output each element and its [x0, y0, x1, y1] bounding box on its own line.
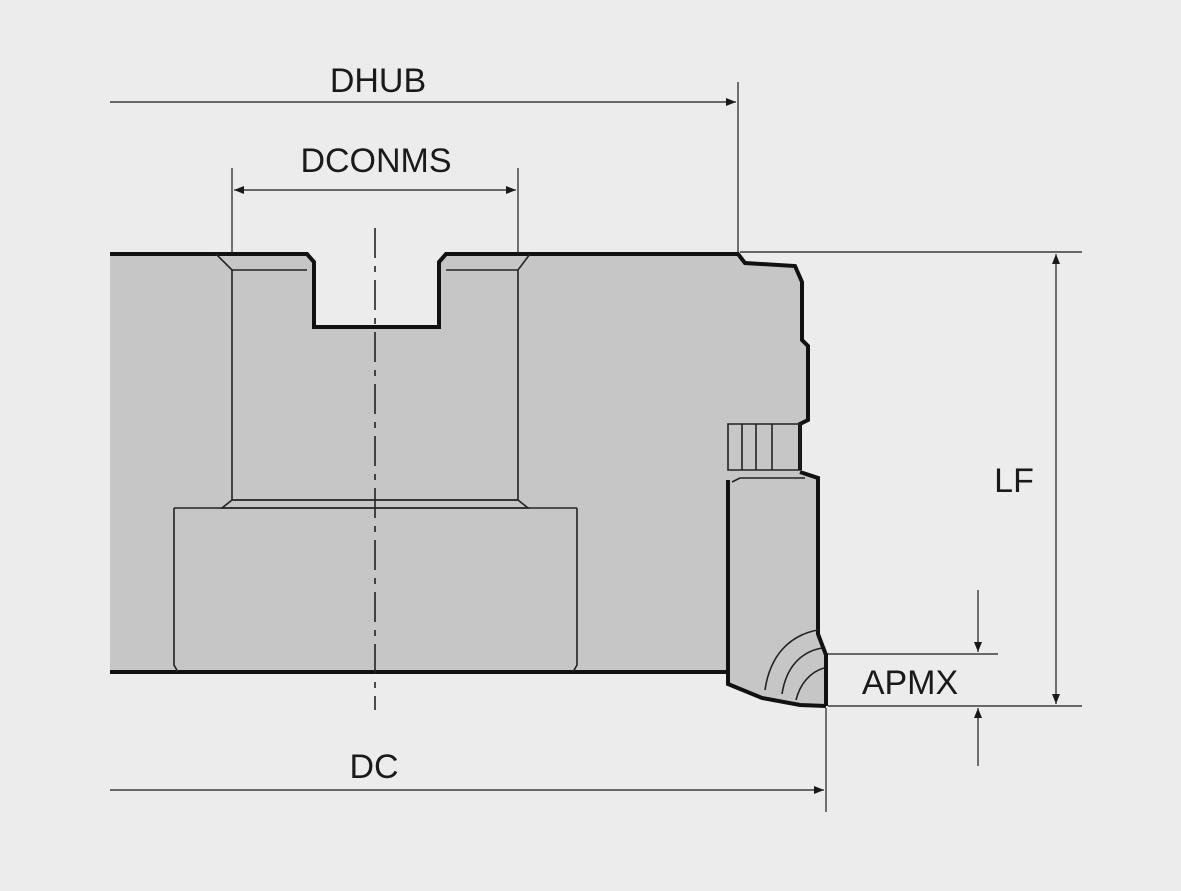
- lf-label: LF: [994, 462, 1034, 500]
- cutter-outline: [110, 252, 828, 708]
- dc-label: DC: [349, 748, 398, 786]
- dhub-dimension: DHUB: [110, 62, 739, 254]
- apmx-label: APMX: [862, 664, 958, 702]
- lf-dimension: LF: [740, 251, 1082, 707]
- inner-contours: [173, 253, 825, 701]
- cutter-body: [110, 254, 826, 706]
- dhub-label: DHUB: [330, 62, 426, 100]
- dconms-dimension: DCONMS: [231, 142, 519, 254]
- dconms-label: DCONMS: [300, 142, 451, 180]
- dc-dimension: DC: [110, 708, 827, 812]
- apmx-dimension: APMX: [826, 590, 998, 766]
